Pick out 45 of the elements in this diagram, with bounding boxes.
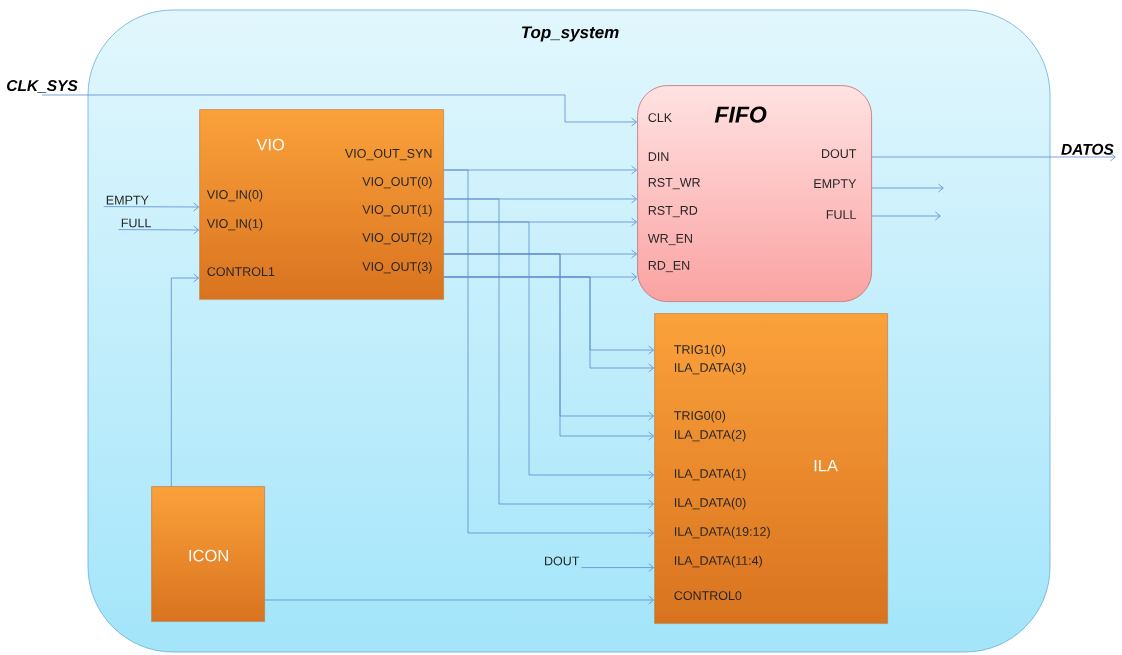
signal-label: FULL — [121, 218, 151, 228]
port-label: VIO_OUT(1) — [362, 204, 432, 217]
signal-arrow — [871, 211, 941, 221]
signal-arrow — [443, 221, 655, 480]
port-label: TRIG1(0) — [674, 344, 726, 357]
signal-arrow — [264, 595, 655, 605]
port-label: FULL — [826, 210, 856, 219]
signal-arrow — [443, 169, 655, 538]
port-label: ILA_DATA(19:12) — [674, 526, 770, 539]
signal-label: CLK_SYS — [7, 80, 78, 93]
signal-arrow — [118, 225, 200, 235]
port-label: VIO_OUT(2) — [362, 232, 432, 245]
port-label: ILA_DATA(11:4) — [674, 555, 762, 568]
signal-label: EMPTY — [106, 195, 149, 205]
port-label: VIO_OUT(3) — [362, 261, 432, 274]
signal-arrow — [41, 94, 637, 127]
signal-arrow — [443, 198, 655, 509]
port-label: CLK — [648, 113, 672, 122]
port-label: VIO_OUT(0) — [362, 176, 432, 189]
port-label: RST_WR — [648, 178, 700, 190]
signal-arrow — [871, 152, 1116, 162]
port-label: ILA_DATA(0) — [674, 497, 746, 510]
port-label: CONTROL0 — [674, 591, 742, 600]
port-label: ILA_DATA(3) — [674, 362, 746, 375]
port-label: WR_EN — [647, 234, 692, 246]
port-label: DIN — [648, 152, 669, 161]
port-label: EMPTY — [814, 179, 857, 188]
port-label: TRIG0(0) — [674, 410, 726, 423]
port-label: RD_EN — [648, 261, 690, 273]
signal-label: DATOS — [1061, 143, 1114, 155]
signal-arrow — [443, 276, 655, 373]
port-label: VIO_OUT_SYN — [344, 149, 432, 161]
port-label: ILA_DATA(2) — [674, 429, 746, 442]
module-block: ICON — [151, 486, 265, 622]
port-label: DOUT — [822, 149, 857, 158]
port-label: RST_RD — [648, 206, 698, 218]
signal-arrow — [871, 183, 944, 193]
port-label: VIO_IN(0) — [206, 189, 263, 202]
signal-arrow — [170, 273, 200, 487]
port-label: ILA_DATA(1) — [674, 468, 746, 481]
port-label: VIO_IN(1) — [206, 218, 263, 231]
port-label: CONTROL1 — [207, 267, 275, 276]
signal-arrow — [581, 563, 655, 572]
signal-arrow — [103, 202, 200, 212]
signal-label: DOUT — [545, 556, 580, 566]
